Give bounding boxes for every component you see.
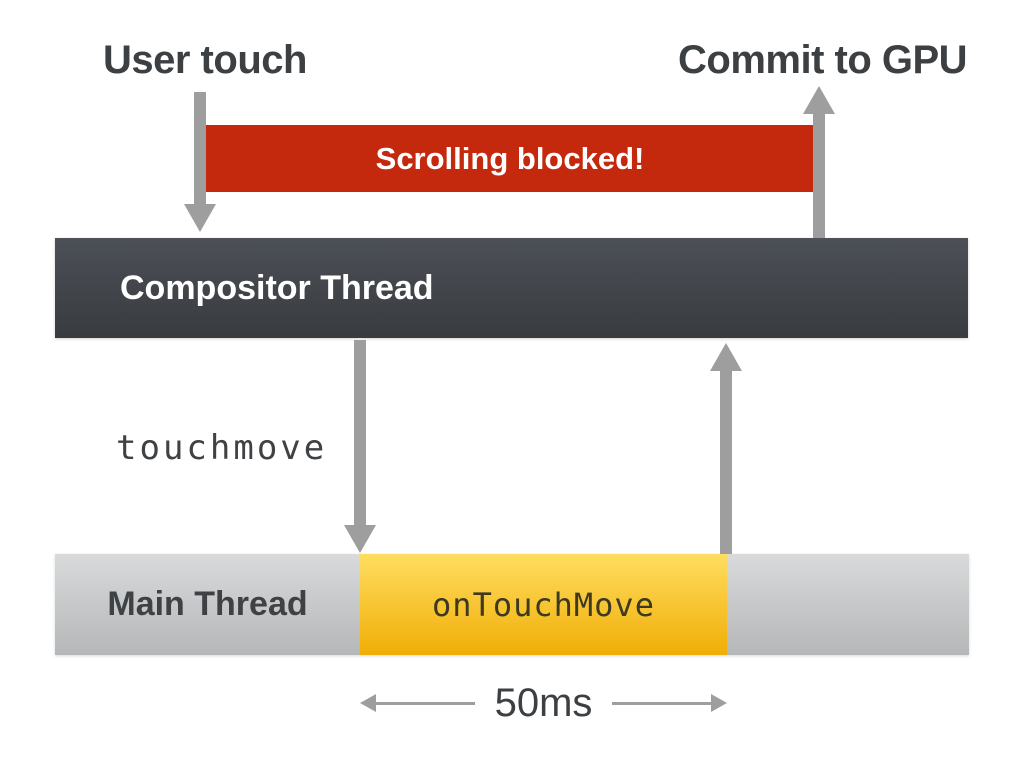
measure-arrow-right-icon: [711, 694, 727, 712]
user-touch-down-arrow-icon: [184, 92, 216, 232]
ontouchmove-label: onTouchMove: [432, 585, 655, 624]
arrow-shaft: [720, 371, 732, 554]
arrow-head-up: [710, 343, 742, 371]
duration-measure: 50ms: [360, 681, 727, 725]
touchmove-down-arrow-icon: [344, 340, 376, 553]
measure-line: [612, 701, 711, 705]
touchmove-event-label: touchmove: [116, 428, 328, 468]
arrow-shaft: [354, 340, 366, 525]
arrow-head-down: [184, 204, 216, 232]
user-touch-label: User touch: [103, 38, 307, 82]
scrolling-blocked-banner: Scrolling blocked!: [205, 125, 815, 192]
arrow-shaft: [194, 92, 206, 204]
commit-up-arrow-icon: [803, 86, 835, 238]
arrow-head-down: [344, 525, 376, 553]
compositor-thread-label: Compositor Thread: [120, 268, 434, 307]
main-thread-label: Main Thread: [107, 585, 308, 623]
commit-to-gpu-label: Commit to GPU: [678, 38, 968, 82]
main-to-compositor-up-arrow-icon: [710, 343, 742, 554]
main-thread-bar: Main Thread onTouchMove: [55, 554, 969, 655]
arrow-head-up: [803, 86, 835, 114]
measure-line: [376, 701, 475, 705]
scrolling-blocked-text: Scrolling blocked!: [375, 140, 645, 176]
compositor-thread-bar: Compositor Thread: [55, 238, 968, 338]
duration-label: 50ms: [494, 680, 593, 725]
arrow-shaft: [813, 114, 825, 238]
ontouchmove-handler-segment: onTouchMove: [360, 554, 727, 655]
measure-arrow-left-icon: [360, 694, 376, 712]
